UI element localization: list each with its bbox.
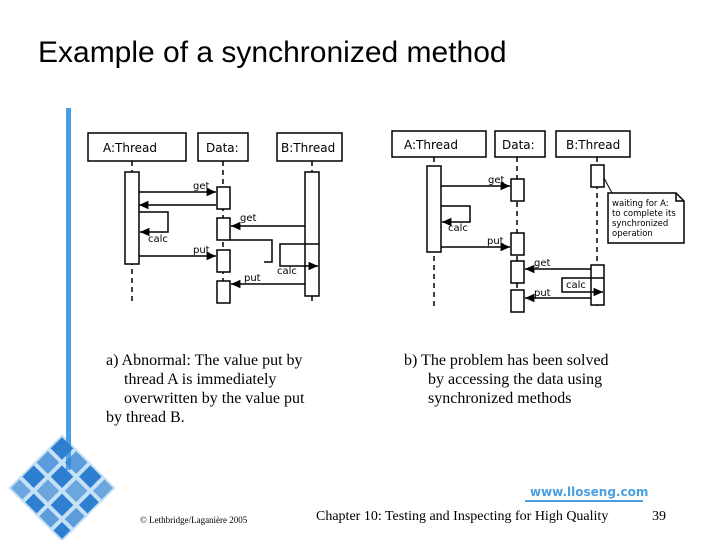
- diagram-a-activation-data-2: [216, 217, 231, 241]
- diagram-b-note-line-1: waiting for A:: [612, 199, 669, 209]
- diagram-a-lifeline-b-box: [276, 132, 343, 162]
- diagram-b-msg-get-2: get: [534, 258, 551, 269]
- caption-b: b) The problem has been solved by access…: [404, 351, 609, 408]
- diagram-a-msg-put-1: put: [193, 245, 210, 256]
- diagram-b-activation-data-3: [510, 260, 525, 284]
- diagram-a-activation-data-3: [216, 249, 231, 273]
- page-number: 39: [652, 509, 666, 524]
- diagram-a-msg-get-1: get: [193, 181, 210, 192]
- diagram-a-label-a-thread: A:Thread: [103, 141, 157, 155]
- diagram-a-activation-data-4: [216, 280, 231, 304]
- diagram-a-msg-calc-2: calc: [277, 266, 297, 277]
- chapter-title: Chapter 10: Testing and Inspecting for H…: [316, 509, 609, 524]
- diagram-b-activation-b: [590, 264, 605, 306]
- diagram-b-msg-get-1: get: [488, 175, 505, 186]
- caption-b-line-2: by accessing the data using: [428, 371, 603, 388]
- diagram-b-msg-calc-2: calc: [566, 280, 586, 291]
- diagram-a-activation-a: [124, 171, 140, 265]
- diagram-b-labels: A:Thread Data: B:Thread get calc put get…: [404, 138, 676, 299]
- website-link[interactable]: www.lloseng.com: [530, 485, 649, 499]
- diagram-b-note: [607, 192, 685, 244]
- diagram-b-label-data: Data:: [502, 138, 535, 152]
- diagram-a-activation-data-1: [216, 186, 231, 210]
- caption-b-line-3: synchronized methods: [428, 390, 572, 407]
- diagram-b-lifeline-b-box: [555, 130, 631, 158]
- diagram-a-label-data: Data:: [206, 141, 239, 155]
- diagram-a-msg-put-2: put: [244, 273, 261, 284]
- diagram-a-return-b: [230, 239, 273, 263]
- diagram-a-arrow-calc-1: [139, 211, 169, 237]
- diagram-b-label-a-thread: A:Thread: [404, 138, 458, 152]
- diagram-b-lifeline-a-box: [391, 130, 487, 158]
- copyright-text: © Lethbridge/Laganière 2005: [140, 515, 248, 525]
- diagram-b-msg-calc-1: calc: [448, 223, 468, 234]
- diagram-a-msg-get-2: get: [240, 213, 257, 224]
- diagram-a-labels: A:Thread Data: B:Thread get get calc put…: [103, 141, 335, 284]
- caption-a-line-4: by thread B.: [106, 409, 185, 426]
- caption-b-line-1: b) The problem has been solved: [404, 352, 609, 369]
- diagram-b-note-line-4: operation: [612, 229, 653, 239]
- diagram-b-label-b-thread: B:Thread: [566, 138, 620, 152]
- accent-bar: [66, 108, 71, 470]
- caption-a-line-2: thread A is immediately: [124, 371, 277, 388]
- diagram-b-activation-data-4: [510, 289, 525, 313]
- diagram-b-activation-b-wait: [590, 164, 605, 188]
- diagram-b: [391, 130, 685, 313]
- diagram-b-msg-put-2: put: [534, 288, 551, 299]
- lloseng-logo: [8, 434, 116, 540]
- diagram-a-label-b-thread: B:Thread: [281, 141, 335, 155]
- diagram-a-arrow-calc-2: [279, 243, 319, 271]
- diagram-b-msg-put-1: put: [487, 236, 504, 247]
- diagram-b-activation-data-1: [510, 178, 525, 202]
- diagram-b-arrow-calc-1: [441, 205, 471, 227]
- caption-a: a) Abnormal: The value put by thread A i…: [106, 351, 304, 427]
- diagram-b-activation-a: [426, 165, 442, 253]
- diagram-a-lifeline-a-box: [87, 132, 187, 162]
- diagram-a: [87, 132, 343, 305]
- diagram-b-note-link: [603, 177, 613, 194]
- diagram-a-activation-b: [304, 171, 320, 297]
- footer-divider: [525, 500, 643, 502]
- diagram-b-note-line-2: to complete its: [612, 209, 676, 219]
- diagram-b-note-line-3: synchronized: [612, 219, 668, 229]
- diagram-b-arrow-calc-2: [561, 277, 604, 297]
- caption-a-line-3: overwritten by the value put: [124, 390, 305, 407]
- diagram-b-activation-data-2: [510, 232, 525, 256]
- diagram-a-msg-calc-1: calc: [148, 234, 168, 245]
- page-title: Example of a synchronized method: [38, 36, 507, 69]
- caption-a-line-1: a) Abnormal: The value put by: [106, 352, 303, 369]
- diagram-b-lifeline-data-box: [494, 130, 546, 158]
- diagram-b-note-fold: [675, 193, 684, 202]
